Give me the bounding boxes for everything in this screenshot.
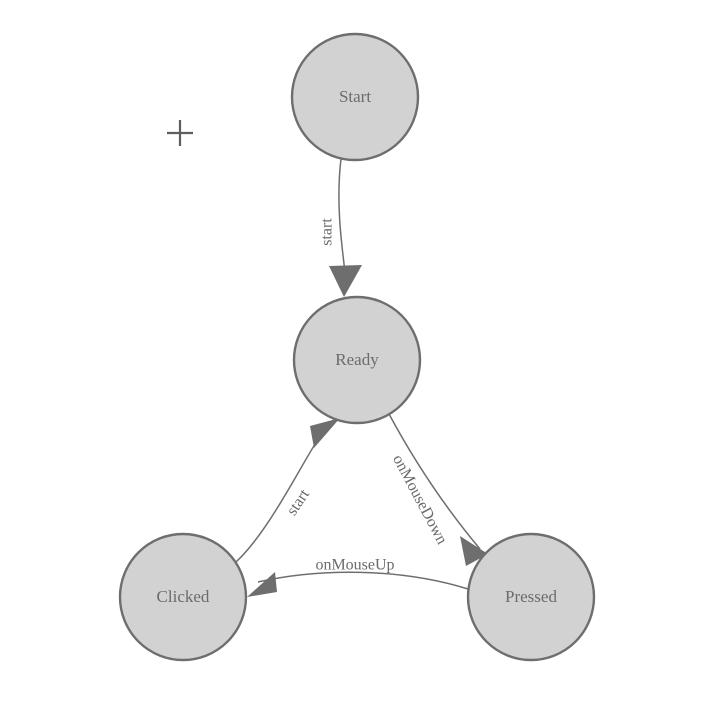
node-ready[interactable]: Ready [292, 295, 422, 425]
edge-start-to-ready-arrowhead [329, 265, 362, 297]
edge-clicked-to-ready-arrowhead [310, 418, 340, 448]
edge-ready-to-pressed[interactable]: onMouseDown [388, 413, 488, 566]
node-clicked-circle[interactable] [118, 532, 248, 662]
node-pressed-circle[interactable] [466, 532, 596, 662]
edge-label-start-to-ready: start [319, 218, 336, 246]
edge-ready-to-pressed-arrowhead [460, 536, 488, 566]
node-pressed-label: Pressed [505, 587, 557, 606]
edge-clicked-to-ready[interactable]: start [235, 418, 340, 563]
edge-pressed-to-clicked[interactable]: onMouseUp [247, 557, 469, 597]
edge-pressed-to-clicked-arrowhead [247, 572, 277, 597]
edge-start-to-ready-line [338, 158, 346, 273]
node-clicked-label: Clicked [157, 587, 210, 606]
crosshair-cursor-icon [167, 120, 193, 146]
edge-pressed-to-clicked-line [257, 571, 469, 590]
node-ready-label: Ready [335, 350, 379, 369]
node-start[interactable]: Start [290, 32, 420, 162]
edge-ready-to-pressed-line [388, 413, 481, 550]
node-clicked[interactable]: Clicked [118, 532, 248, 662]
edge-start-to-ready[interactable]: start [319, 158, 362, 297]
node-start-circle[interactable] [290, 32, 420, 162]
node-pressed[interactable]: Pressed [466, 532, 596, 662]
node-start-label: Start [339, 87, 371, 106]
node-ready-circle[interactable] [292, 295, 422, 425]
edge-label-pressed-to-clicked: onMouseUp [315, 557, 394, 574]
